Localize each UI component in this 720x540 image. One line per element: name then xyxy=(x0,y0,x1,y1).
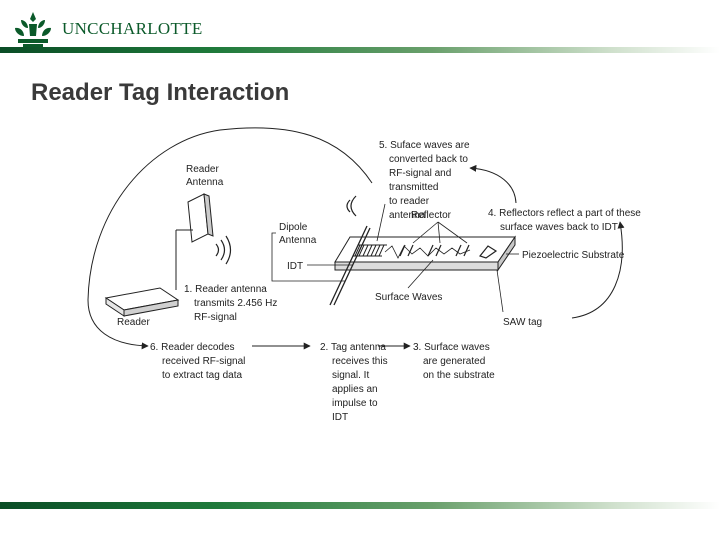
label-surface-waves: Surface Waves xyxy=(375,292,442,303)
label-step6: 6. Reader decodes received RF-signal to … xyxy=(150,342,248,381)
label-saw-tag: SAW tag xyxy=(503,317,542,328)
idt-element xyxy=(353,244,387,257)
tag-waves-icon xyxy=(346,195,357,217)
surface-wave-line xyxy=(384,245,471,259)
curve-step5-to-step4 xyxy=(469,164,517,204)
label-reflector: Reflector xyxy=(411,210,452,221)
footer-divider xyxy=(0,502,720,509)
reflector-elements xyxy=(399,244,498,259)
label-step3: 3. Surface waves are generated on the su… xyxy=(413,342,495,381)
label-step4: 4. Reflectors reflect a part of these su… xyxy=(488,208,644,233)
label-piezoelectric-substrate: Piezoelectric Substrate xyxy=(522,250,625,261)
page-title: Reader Tag Interaction xyxy=(31,79,290,106)
reader-box-icon xyxy=(104,287,180,317)
reader-antenna-icon xyxy=(175,193,214,290)
reader-antenna-waves-icon xyxy=(215,235,232,265)
label-dipole-antenna: Dipole Antenna xyxy=(279,222,317,246)
logo-text: UNCCHARLOTTE xyxy=(62,19,203,38)
label-step1: 1. Reader antenna transmits 2.456 Hz RF-… xyxy=(184,284,280,323)
label-step2: 2. Tag antenna receives this signal. It … xyxy=(320,342,390,423)
uncc-crown-logo-icon xyxy=(15,12,51,47)
curve-saw-to-step4 xyxy=(571,221,625,319)
label-reader-antenna: Reader Antenna xyxy=(186,164,224,188)
label-idt: IDT xyxy=(287,261,303,272)
header-divider xyxy=(0,47,720,53)
return-curve xyxy=(87,127,373,350)
label-step5: 5. Suface waves are converted back to RF… xyxy=(379,140,472,221)
label-reader: Reader xyxy=(117,317,150,328)
